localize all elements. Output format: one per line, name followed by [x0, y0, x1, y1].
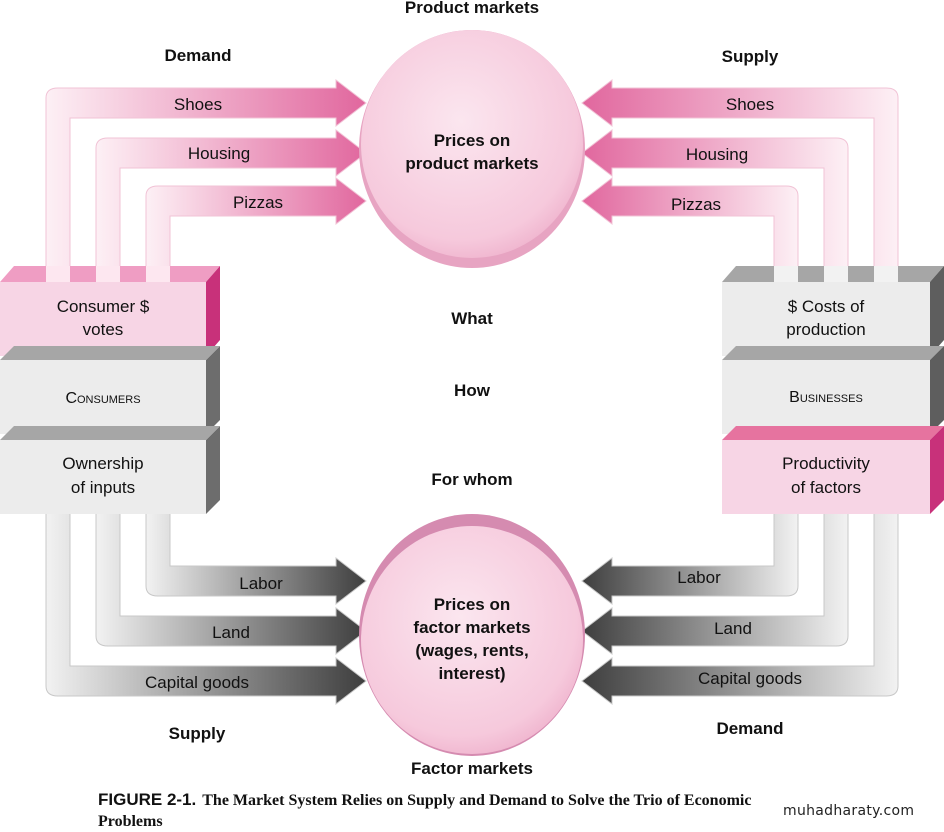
flow-arrow-land-left [95, 504, 367, 656]
flow-label-pizzas-right: Pizzas [671, 195, 721, 214]
businesses-label: Businesses [789, 389, 863, 406]
flow-label-housing-left: Housing [188, 144, 250, 163]
product-market-circle [359, 30, 585, 268]
flow-arrow-pizzas-left [145, 176, 367, 273]
flow-arrow-labor-left [145, 504, 367, 606]
flow-arrow-shoes-right [581, 78, 899, 273]
question-how: How [454, 381, 491, 400]
flow-label-capital-left: Capital goods [145, 673, 249, 692]
factor-flows-right [581, 504, 899, 706]
productivity-line2: of factors [791, 478, 861, 497]
consumer-votes-line1: Consumer $ [57, 297, 150, 316]
figure-caption: FIGURE 2-1.The Market System Relies on S… [98, 789, 818, 832]
factor-markets-title: Factor markets [411, 759, 533, 778]
costs-line1: $ Costs of [788, 297, 865, 316]
productivity-line1: Productivity [782, 454, 870, 473]
consumers-block [0, 266, 220, 514]
product-markets-title: Product markets [405, 0, 539, 17]
demand-bottom-label: Demand [716, 719, 783, 738]
flow-arrow-housing-right [581, 128, 849, 273]
question-for-whom: For whom [431, 470, 512, 489]
flow-arrow-labor-right [581, 504, 799, 606]
flow-arrow-pizzas-right [581, 176, 799, 273]
flow-label-labor-left: Labor [239, 574, 283, 593]
factor-circle-line3: (wages, rents, [415, 641, 528, 660]
figure-number: FIGURE 2-1. [98, 790, 197, 809]
watermark: muhadharaty.com [783, 803, 915, 819]
flow-label-pizzas-left: Pizzas [233, 193, 283, 212]
flow-label-shoes-left: Shoes [174, 95, 222, 114]
supply-top-label: Supply [722, 47, 779, 66]
flow-arrow-shoes-left [45, 78, 367, 273]
flow-label-shoes-right: Shoes [726, 95, 774, 114]
factor-circle-line2: factor markets [413, 618, 530, 637]
ownership-line1: Ownership [62, 454, 143, 473]
product-circle-line1: Prices on [434, 131, 511, 150]
demand-top-label: Demand [164, 46, 231, 65]
flow-label-land-left: Land [212, 623, 250, 642]
product-flows-left [45, 78, 367, 273]
figure-caption-text: The Market System Relies on Supply and D… [98, 792, 752, 830]
flow-arrow-housing-left [95, 128, 367, 273]
flow-label-land-right: Land [714, 619, 752, 638]
market-system-diagram: Product markets Factor markets Demand Su… [0, 0, 944, 778]
ownership-line2: of inputs [71, 478, 135, 497]
consumer-votes-line2: votes [83, 320, 124, 339]
flow-label-housing-right: Housing [686, 145, 748, 164]
product-circle-line2: product markets [405, 154, 538, 173]
factor-circle-line4: interest) [438, 664, 505, 683]
flow-label-capital-right: Capital goods [698, 669, 802, 688]
flow-label-labor-right: Labor [677, 568, 721, 587]
consumers-label: Consumers [65, 390, 140, 407]
product-flows-right [581, 78, 899, 273]
flow-arrow-capital-left [45, 504, 367, 706]
question-what: What [451, 309, 493, 328]
supply-bottom-label: Supply [169, 724, 226, 743]
factor-market-circle [359, 514, 585, 756]
factor-circle-line1: Prices on [434, 595, 511, 614]
flow-arrow-land-right [581, 504, 849, 656]
costs-line2: production [786, 320, 865, 339]
factor-flows-left [45, 504, 367, 706]
flow-arrow-capital-right [581, 504, 899, 706]
businesses-block [722, 266, 944, 514]
